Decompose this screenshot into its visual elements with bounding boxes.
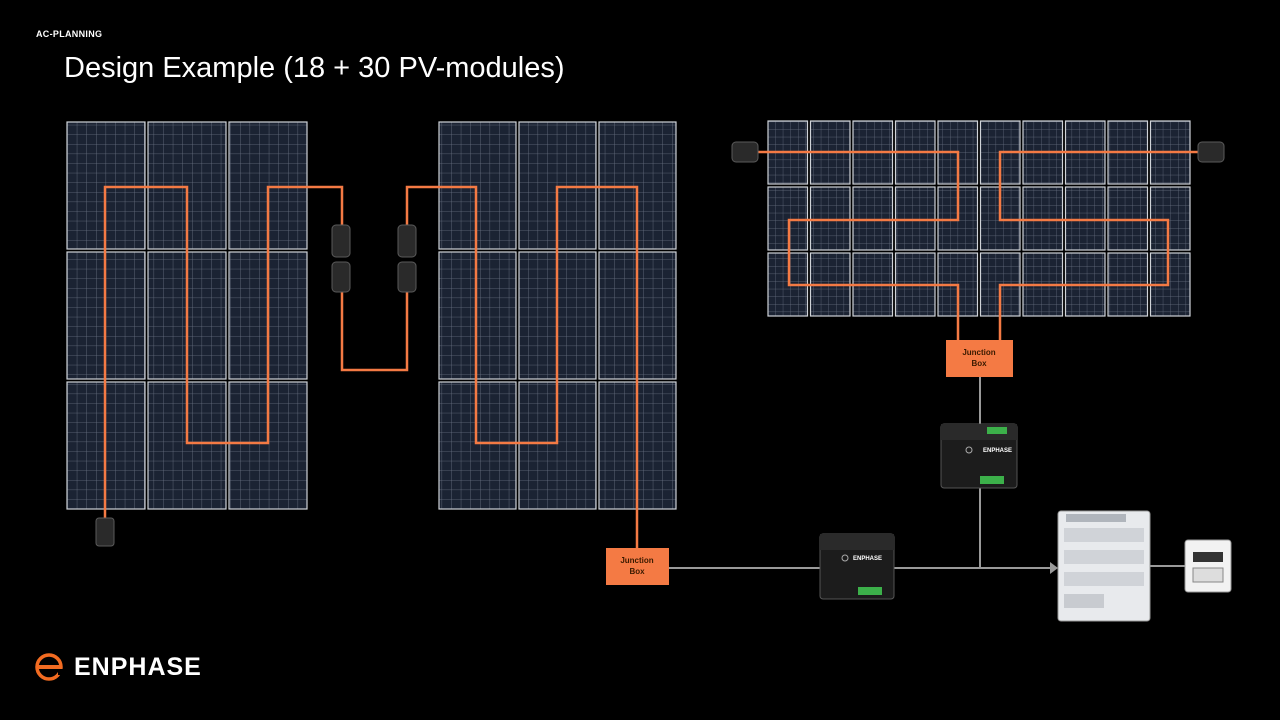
pv-module (1149, 186, 1191, 251)
pv-module (1022, 186, 1064, 251)
pv-module (1064, 186, 1106, 251)
junction-box-top: Junction Box (946, 340, 1013, 377)
enphase-logo: ENPHASE (34, 652, 202, 682)
section-label: AC-PLANNING (36, 29, 103, 39)
ac-arrow-icon (1050, 562, 1058, 574)
svg-text:Box: Box (971, 359, 987, 368)
relay-device-bottom: ENPHASE (819, 533, 895, 600)
svg-text:Box: Box (629, 567, 645, 576)
pv-module (1107, 186, 1149, 251)
electric-meter-icon (1184, 539, 1232, 593)
cable-left-string (103, 185, 639, 550)
svg-text:Junction: Junction (620, 556, 653, 565)
logo-text: ENPHASE (74, 652, 202, 681)
pv-module (438, 251, 517, 380)
cable-right-string (758, 150, 1198, 340)
junction-box-bottom: Junction Box (606, 548, 669, 585)
pv-array-right (767, 120, 1191, 317)
ac-lines (669, 377, 1185, 569)
pv-module (809, 186, 851, 251)
page-title: Design Example (18 + 30 PV-modules) (64, 52, 565, 84)
relay-device-top: ENPHASE (940, 423, 1018, 489)
distribution-board-icon (1057, 510, 1151, 622)
connector-icon (95, 141, 1225, 547)
pv-module (438, 381, 517, 510)
svg-text:ENPHASE: ENPHASE (983, 448, 1012, 454)
pv-module (894, 186, 936, 251)
svg-text:Junction: Junction (962, 348, 995, 357)
enphase-logo-icon (35, 653, 64, 681)
pv-module (852, 186, 894, 251)
svg-text:ENPHASE: ENPHASE (853, 556, 882, 562)
pv-module (438, 121, 517, 250)
